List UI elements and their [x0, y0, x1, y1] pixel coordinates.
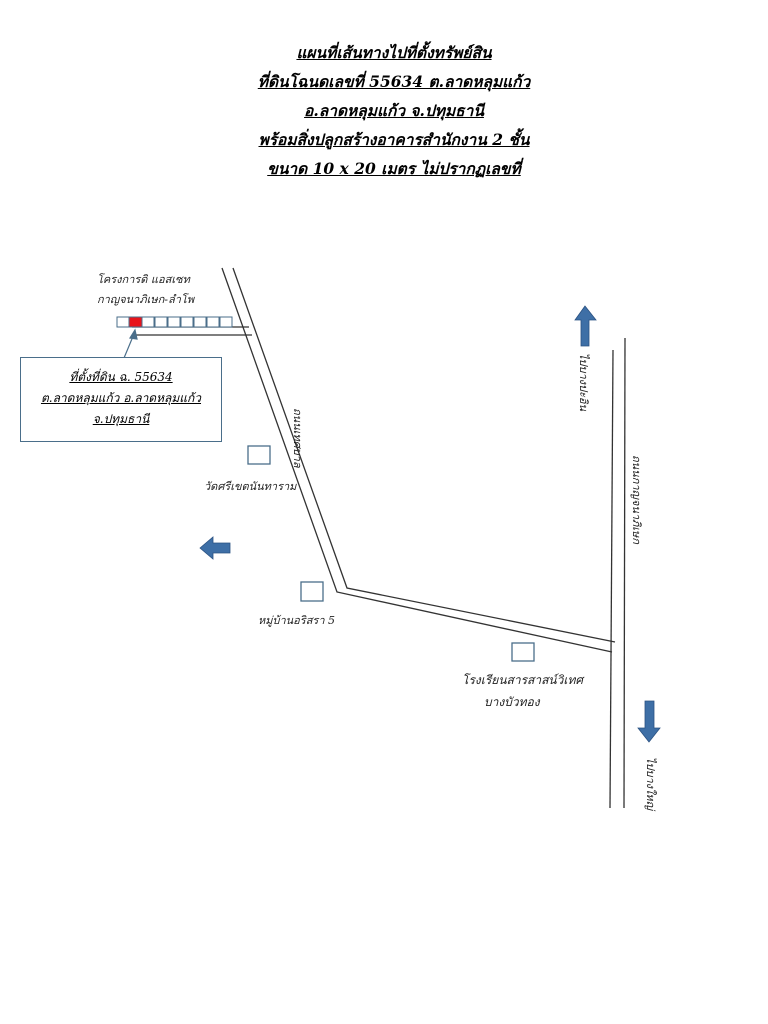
callout-pointer: [123, 328, 138, 359]
subject-plot-marker: [128, 316, 143, 328]
temple-marker: [247, 445, 271, 465]
local-road-label: ถนนเทศบาล: [291, 408, 304, 468]
arrow-down-icon: [637, 700, 661, 743]
project-label-line1: โครงการดิ แอสเซท: [97, 273, 190, 286]
school-label-line2: บางบัวทอง: [484, 695, 540, 709]
callout-line-1: ที่ตั้งที่ดิน ฉ. 55634: [69, 370, 173, 384]
village-marker: [300, 581, 324, 602]
local-road: [221, 267, 616, 653]
callout-line-2: ต.ลาดหลุมแก้ว อ.ลาดหลุมแก้ว: [40, 391, 202, 405]
title-line-1: แผนที่เส้นทางไปที่ตั้งทรัพย์สิน: [296, 43, 492, 62]
title-line-4: พร้อมสิ่งปลูกสร้างอาคารสำนักงาน 2 ชั้น: [258, 130, 530, 149]
arrow-up-icon: [574, 305, 597, 347]
direction-south-label: ไปบางใหญ่: [644, 757, 657, 811]
temple-label: วัดศรีเขตนันทาราม: [204, 480, 297, 493]
arrow-left-icon: [199, 536, 231, 560]
main-road: [609, 337, 626, 809]
direction-north-label: ไปบางปะอิน: [577, 353, 590, 412]
title-line-5: ขนาด 10 x 20 เมตร ไม่ปรากฏเลขที่: [267, 159, 521, 178]
main-road-label: ถนนกาญจนาภิเษก: [630, 455, 643, 544]
title-line-2: ที่ดินโฉนดเลขที่ 55634 ต.ลาดหลุมแก้ว: [257, 72, 531, 91]
callout-line-3: จ.ปทุมธานี: [92, 412, 150, 426]
school-marker: [511, 642, 535, 662]
project-label-line2: กาญจนาภิเษก-ลำโพ: [97, 293, 195, 306]
village-label: หมู่บ้านอริสรา 5: [258, 614, 335, 627]
land-location-callout: ที่ตั้งที่ดิน ฉ. 55634 ต.ลาดหลุมแก้ว อ.ล…: [20, 357, 222, 442]
school-label-line1: โรงเรียนสารสาสน์วิเทศ: [462, 673, 583, 687]
soi-road: [132, 326, 252, 336]
map-title: แผนที่เส้นทางไปที่ตั้งทรัพย์สิน ที่ดินโฉ…: [0, 38, 768, 183]
title-line-3: อ.ลาดหลุมแก้ว จ.ปทุมธานี: [304, 101, 484, 120]
